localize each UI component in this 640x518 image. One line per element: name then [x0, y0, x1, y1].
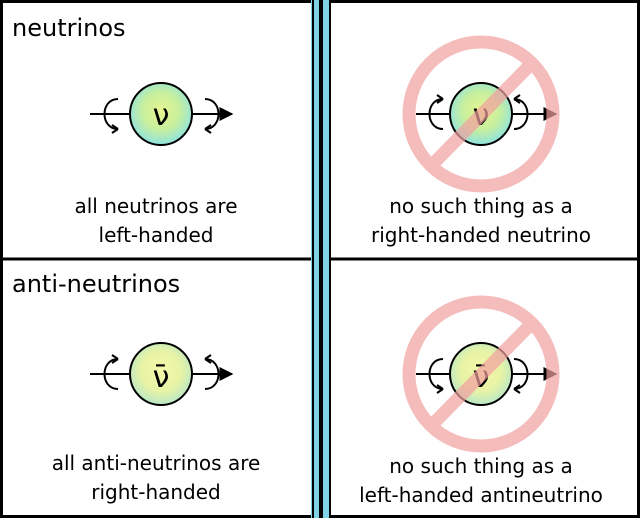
spin-arrow-head: [513, 384, 521, 394]
neutrino-symbol: ν: [153, 98, 170, 133]
spin-arrow-head: [436, 94, 444, 104]
antineutrino-particle: [129, 342, 193, 406]
spin-arrow-icon: [204, 98, 220, 130]
caption-line: all neutrinos are: [74, 194, 238, 218]
caption-line: left-handed antineutrino: [359, 483, 603, 507]
spin-arrow-icon: [513, 358, 529, 390]
prohibition-sign-icon: [402, 35, 560, 193]
caption-line: no such thing as a: [389, 194, 573, 218]
neutrino-particle: [129, 82, 193, 146]
spin-arrow-icon: [428, 358, 444, 390]
spin-arrow-head: [436, 384, 444, 394]
spin-arrow-icon: [204, 358, 220, 390]
antineutrino-symbol: ν̄: [153, 360, 170, 395]
neutrinos-heading: neutrinos: [12, 14, 126, 42]
spin-arrow-head: [204, 354, 212, 364]
left-handed-antineutrino-caption: no such thing as a left-handed antineutr…: [331, 452, 631, 510]
caption-line: no such thing as a: [389, 454, 573, 478]
spin-arrow-icon: [103, 98, 119, 130]
caption-line: right-handed: [91, 480, 221, 504]
prohibition-sign-icon: [402, 295, 560, 453]
right-handed-neutrino-figure: ν: [402, 35, 560, 193]
caption-line: all anti-neutrinos are: [51, 451, 261, 475]
antineutrinos-heading: anti-neutrinos: [12, 270, 181, 298]
caption-line: left-handed: [98, 223, 214, 247]
spin-arrow-head: [204, 124, 212, 134]
spin-arrow-icon: [513, 98, 529, 130]
left-handed-antineutrino-figure: ν̄: [402, 295, 560, 453]
right-handed-neutrino-caption: no such thing as a right-handed neutrino: [331, 192, 631, 250]
neutrino-caption: all neutrinos are left-handed: [6, 192, 306, 250]
spin-arrow-icon: [103, 358, 119, 390]
antineutrino-caption: all anti-neutrinos are right-handed: [6, 449, 306, 507]
spin-arrow-icon: [428, 98, 444, 130]
spin-arrow-head: [111, 354, 119, 364]
neutrino-panel-figure: ν: [90, 82, 234, 146]
caption-line: right-handed neutrino: [370, 223, 592, 247]
spin-arrow-head: [111, 124, 119, 134]
antineutrino-panel-figure: ν̄: [90, 342, 234, 406]
spin-arrow-head: [513, 94, 521, 104]
